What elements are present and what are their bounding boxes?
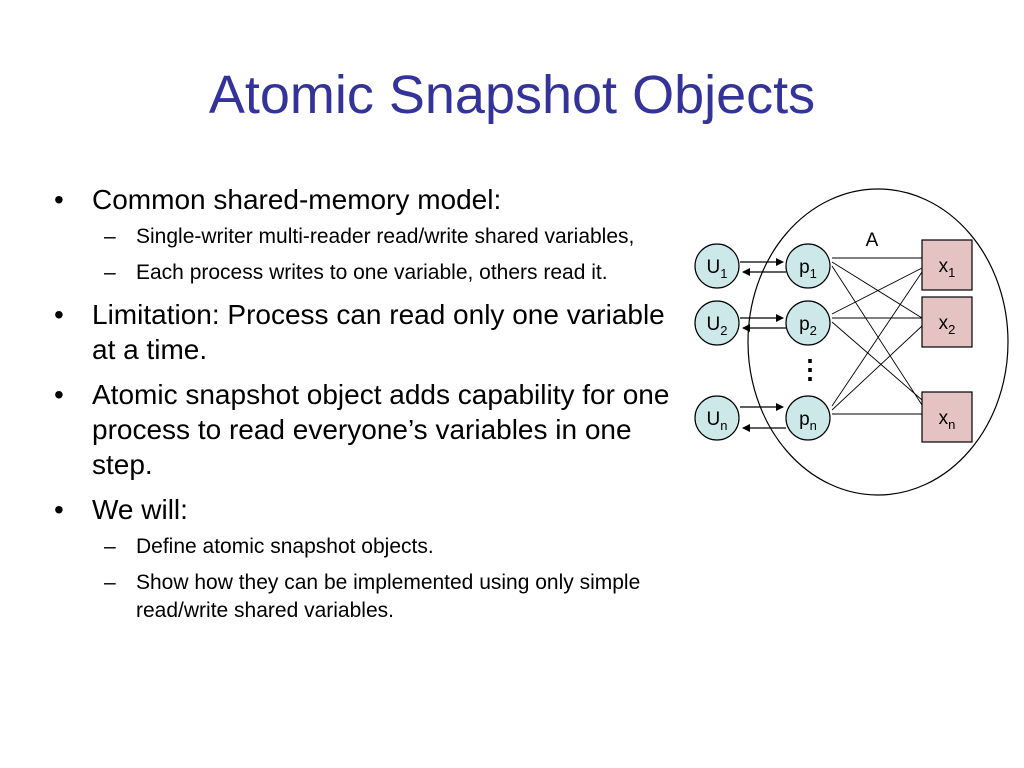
link-line [831,261,923,319]
object-label: A [866,230,879,251]
user-node: U1 [694,243,740,289]
sub-bullet-text: Define atomic snapshot objects. [136,535,434,558]
sub-bullet-item: – Single-writer multi-reader read/write … [92,223,694,251]
variable-box: xn [921,391,973,443]
bullet-text: We will: [92,494,188,525]
bullet-glyph: • [54,299,64,330]
object-boundary [747,188,1009,496]
process-node: p1 [785,243,831,289]
sub-bullet-text: Show how they can be implemented using o… [136,571,641,622]
bullet-list: • Common shared-memory model: – Single-w… [54,182,694,635]
node-index: n [720,418,727,433]
link-line [831,325,923,411]
user-node: Un [694,395,740,441]
sub-bullet-list: – Define atomic snapshot objects. – Show… [92,533,694,625]
link-line [831,267,923,315]
node-index: n [810,418,817,433]
bullet-glyph: • [54,184,64,215]
link-line [831,321,923,401]
process-node: p2 [785,300,831,346]
process-node: pn [785,395,831,441]
svg-text:U2: U2 [707,314,728,338]
node-label: x [939,256,949,277]
svg-text:Un: Un [707,409,728,433]
node-index: 1 [810,266,817,281]
sub-bullet-text: Single-writer multi-reader read/write sh… [136,225,635,248]
sub-bullet-list: – Single-writer multi-reader read/write … [92,223,694,287]
bullet-item: • We will: – Define atomic snapshot obje… [54,492,694,625]
bullet-glyph: • [54,379,64,410]
node-label: p [799,257,810,278]
node-label: x [939,408,949,429]
sub-bullet-text: Each process writes to one variable, oth… [136,261,608,284]
slide-title: Atomic Snapshot Objects [208,65,816,125]
variable-box: x2 [921,296,973,348]
bullet-text: Limitation: Process can read only one va… [92,299,665,365]
bullet-item: • Limitation: Process can read only one … [54,297,694,367]
node-index: 2 [948,322,955,337]
bullet-item: • Common shared-memory model: – Single-w… [54,182,694,287]
ellipsis-marker: ⋮ [797,354,823,384]
sub-bullet-item: – Show how they can be implemented using… [92,569,694,625]
node-label: p [799,409,810,430]
variable-box: x1 [921,239,973,291]
svg-text:x2: x2 [939,313,956,337]
svg-text:x1: x1 [939,256,956,280]
svg-text:U1: U1 [707,257,728,281]
bullet-text: Common shared-memory model: [92,184,502,215]
sub-bullet-item: – Define atomic snapshot objects. [92,533,694,561]
bullet-text: Atomic snapshot object adds capability f… [92,379,670,480]
link-line [831,265,923,406]
bullet-glyph: • [54,494,64,525]
node-label: x [939,313,949,334]
node-label: U [707,257,721,278]
bullet-item: • Atomic snapshot object adds capability… [54,377,694,482]
svg-text:p1: p1 [799,257,817,281]
node-label: U [707,409,721,430]
sub-bullet-glyph: – [104,261,116,284]
svg-text:xn: xn [939,408,956,432]
svg-text:p2: p2 [799,314,817,338]
node-index: 1 [720,266,727,281]
sub-bullet-glyph: – [104,535,116,558]
node-index: 2 [720,323,727,338]
sub-bullet-item: – Each process writes to one variable, o… [92,259,694,287]
node-label: p [799,314,810,335]
snapshot-diagram: A U1 U2 Un p1 p2 [694,188,1009,496]
node-index: 2 [810,323,817,338]
link-line [831,271,923,407]
node-label: U [707,314,721,335]
user-process-arrows [740,258,786,432]
node-index: 1 [948,265,955,280]
node-index: n [948,417,955,432]
process-variable-links [831,257,923,415]
sub-bullet-glyph: – [104,225,116,248]
user-node: U2 [694,300,740,346]
svg-text:pn: pn [799,409,817,433]
sub-bullet-glyph: – [104,571,116,594]
